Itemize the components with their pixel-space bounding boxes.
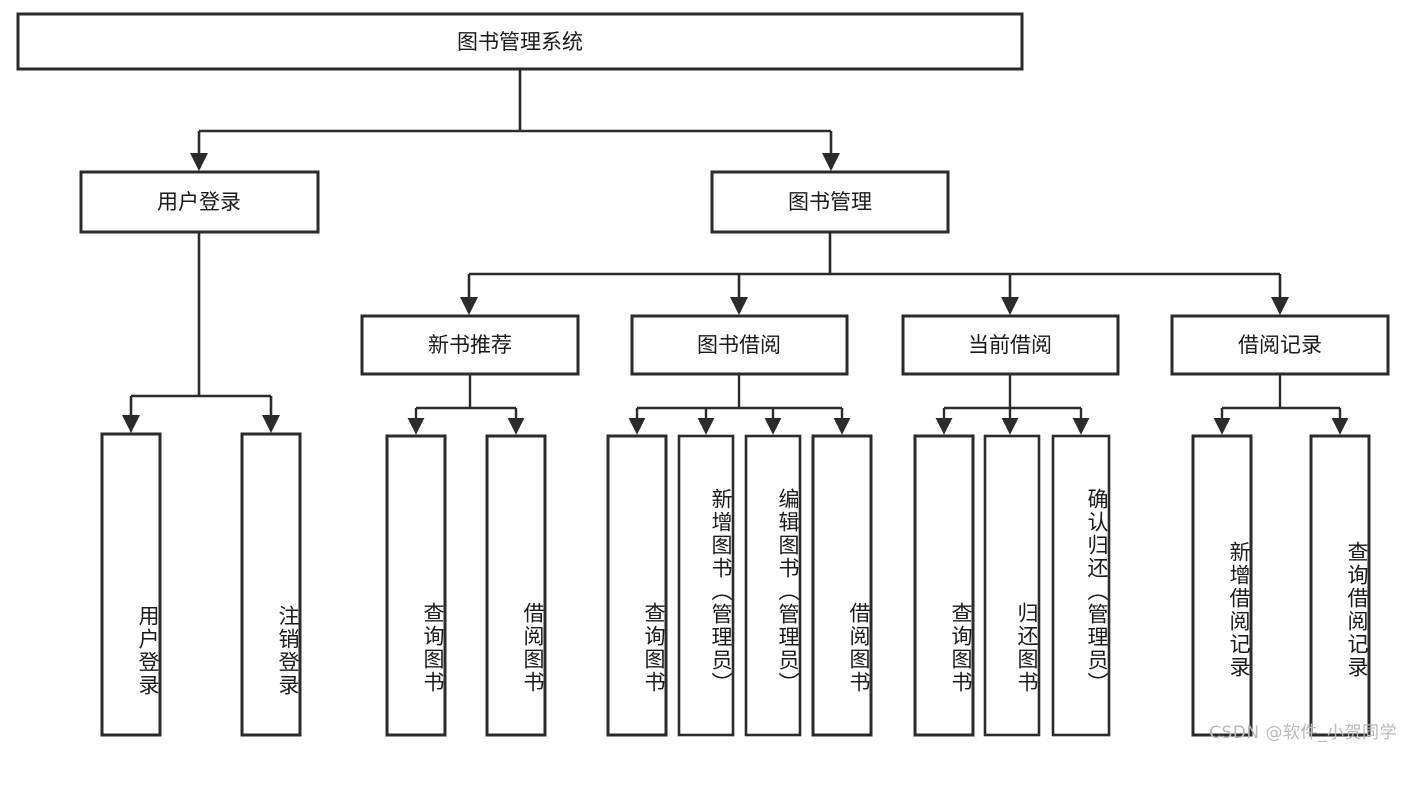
leaf-box-borrow-record-2[interactable] bbox=[1309, 434, 1371, 737]
leaf-box-borrow-record-1[interactable] bbox=[1191, 434, 1253, 737]
flowchart-svg: 图书管理系统 用户登录 图书管理 新书推荐 图书借阅 当前借阅 借阅记录 bbox=[16, 12, 1390, 737]
node-book-borrow-label: 图书借阅 bbox=[697, 333, 781, 357]
leaf-box-new-book-1[interactable] bbox=[385, 434, 447, 737]
connector-userlogin-bus bbox=[129, 232, 273, 410]
leaf-box-user-login-2[interactable] bbox=[240, 432, 302, 737]
node-book-manage[interactable] bbox=[710, 170, 950, 234]
flowchart-canvas: 图书管理系统 用户登录 图书管理 新书推荐 图书借阅 当前借阅 借阅记录 bbox=[16, 12, 1397, 743]
node-current-borrow[interactable] bbox=[901, 314, 1120, 376]
leaf-box-user-login-1[interactable] bbox=[100, 432, 162, 737]
leaf-box-book-borrow-3[interactable] bbox=[744, 434, 802, 737]
leaf-box-current-borrow-2[interactable] bbox=[983, 434, 1041, 737]
connector-bookmanage-bus bbox=[467, 232, 1282, 292]
leaf-box-book-borrow-1[interactable] bbox=[606, 434, 668, 737]
connector-currentborrow-bus bbox=[942, 374, 1083, 414]
leaf-box-new-book-2[interactable] bbox=[485, 434, 547, 737]
node-root[interactable] bbox=[16, 12, 1024, 71]
connector-borrowrecord-bus bbox=[1220, 374, 1342, 414]
node-borrow-record[interactable] bbox=[1170, 314, 1390, 376]
node-root-label: 图书管理系统 bbox=[457, 30, 583, 54]
node-user-login-label: 用户登录 bbox=[157, 190, 241, 214]
node-book-manage-label: 图书管理 bbox=[788, 190, 872, 214]
leaf-box-book-borrow-4[interactable] bbox=[811, 434, 873, 737]
connector-bookborrow-bus bbox=[635, 374, 844, 414]
node-new-book-recommend-label: 新书推荐 bbox=[428, 333, 512, 357]
leaf-box-current-borrow-1[interactable] bbox=[913, 434, 975, 737]
connector-newbook-bus bbox=[414, 374, 518, 414]
node-user-login[interactable] bbox=[79, 170, 320, 234]
leaf-box-current-borrow-3[interactable] bbox=[1051, 434, 1111, 737]
leaf-box-book-borrow-2[interactable] bbox=[677, 434, 735, 737]
node-current-borrow-label: 当前借阅 bbox=[968, 333, 1052, 357]
connector-root-bus bbox=[197, 69, 833, 152]
node-borrow-record-label: 借阅记录 bbox=[1238, 333, 1322, 357]
watermark-text: CSDN @软件_小贺同学 bbox=[1209, 723, 1397, 743]
node-new-book-recommend[interactable] bbox=[360, 314, 580, 376]
